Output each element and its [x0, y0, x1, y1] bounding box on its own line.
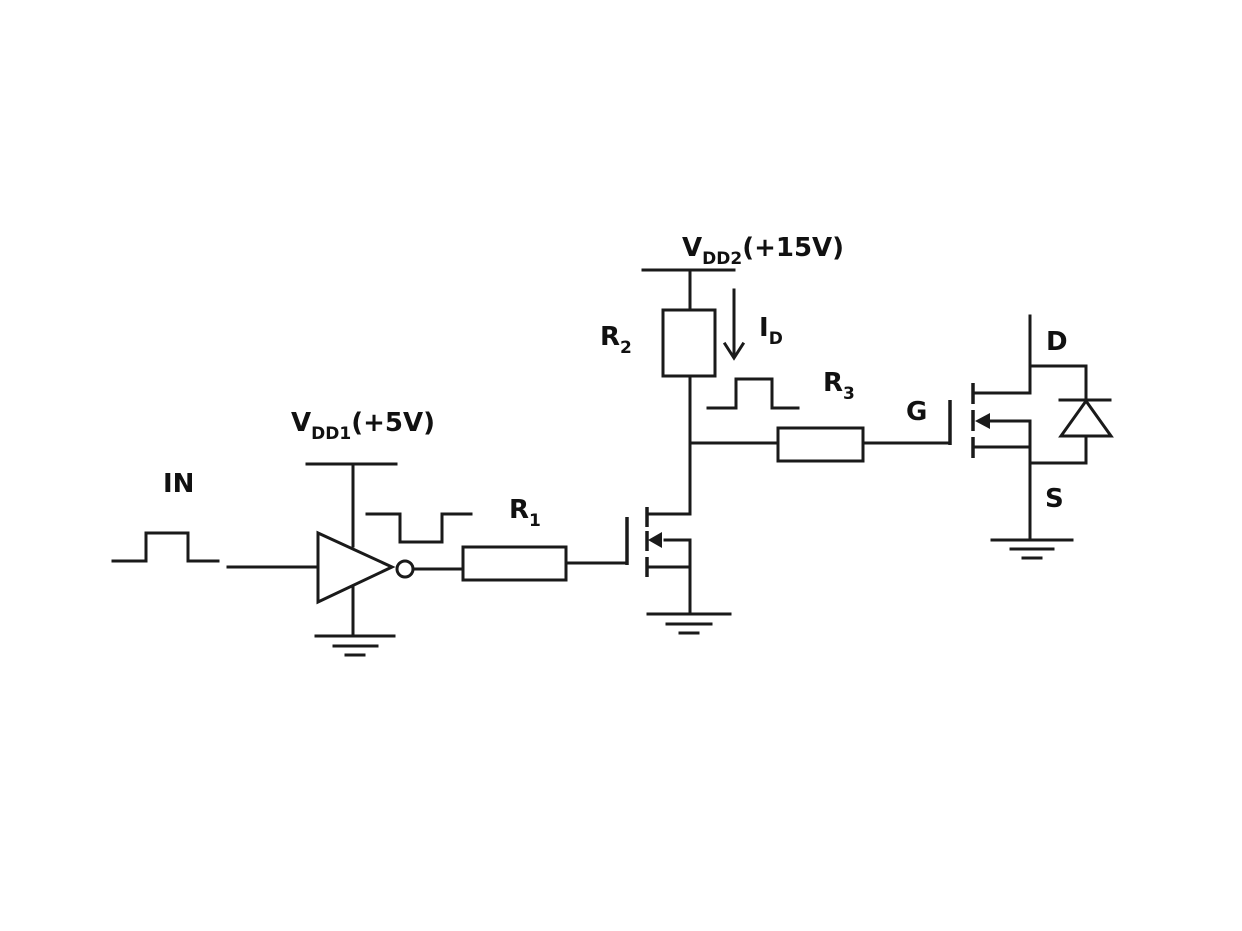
current-arrow: [722, 288, 746, 361]
label-r2: R2: [600, 322, 632, 358]
resistor-r1: [461, 545, 568, 582]
power-mosfet: [948, 314, 1032, 542]
inverter-gate: [316, 530, 396, 605]
inverted-pulse-waveform: [365, 512, 473, 544]
label-vdd2: VDD2(+15V): [682, 233, 844, 269]
resistor-r3: [776, 426, 865, 463]
label-id: ID: [759, 313, 783, 349]
label-drain: D: [1046, 327, 1068, 357]
ground-symbol-inverter: [314, 634, 396, 657]
resistor-r2: [661, 308, 717, 378]
body-diode: [1028, 364, 1114, 465]
inverter-bubble: [395, 559, 415, 579]
label-in: IN: [163, 469, 194, 499]
driver-mosfet: [625, 507, 692, 616]
label-r3: R3: [823, 368, 855, 404]
ground-symbol-driver: [646, 612, 732, 635]
ground-symbol-power: [990, 538, 1074, 560]
driver-mosfet-arrow: [648, 532, 662, 548]
label-gate: G: [906, 397, 927, 427]
label-r1: R1: [509, 495, 541, 531]
drain-pulse-waveform: [706, 377, 800, 410]
power-mosfet-arrow: [975, 413, 990, 429]
input-pulse-waveform: [111, 531, 220, 563]
label-source: S: [1045, 484, 1064, 514]
label-vdd1: VDD1(+5V): [291, 408, 435, 444]
